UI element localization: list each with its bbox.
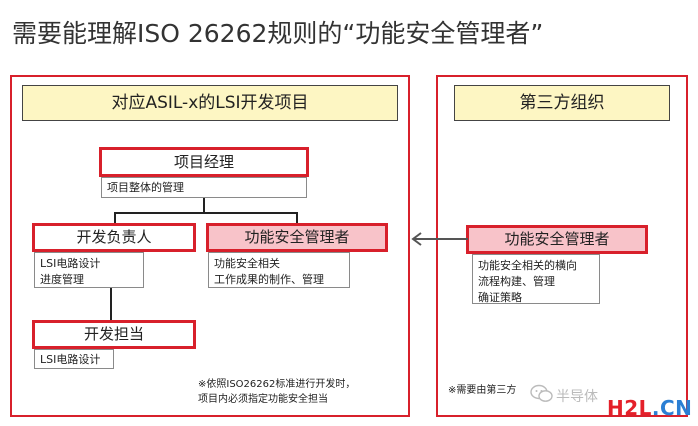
dev-staff-box: 开发担当 [32,320,196,349]
safety-manager-box-left: 功能安全管理者 [206,223,388,252]
third-party-header: 第三方组织 [454,85,670,121]
dev-lead-box: 开发负责人 [32,223,196,252]
wechat-icon [530,384,553,402]
safety-manager-desc-line: 工作成果的制作、管理 [214,273,324,286]
dev-lead-desc-line: 进度管理 [40,273,84,286]
third-party-desc-line: 流程构建、管理 [478,275,555,288]
connector-horizontal [114,212,298,214]
lsi-project-header: 对应ASIL-x的LSI开发项目 [22,85,398,121]
logo-part-2: .CN [651,396,693,420]
project-manager-box: 项目经理 [99,147,309,177]
connector-pm-down [203,197,205,213]
iso-note-line: ※依照ISO26262标准进行开发时， [198,379,356,390]
third-party-desc-line: 确证策略 [478,291,522,304]
connector-to-safety-manager [296,212,298,225]
third-party-note: ※需要由第三方 [448,385,517,396]
safety-manager-box-right: 功能安全管理者 [466,225,648,254]
connector-dev-lead-to-staff [110,287,112,322]
watermark-text: 半导体 [556,389,598,405]
third-party-desc-line: 功能安全相关的横向 [478,259,577,272]
iso-note-line: 项目内必须指定功能安全担当 [198,394,328,405]
dev-lead-desc: LSI电路设计 进度管理 [34,252,144,288]
safety-manager-desc-line: 功能安全相关 [214,257,280,270]
dev-staff-desc: LSI电路设计 [34,349,114,369]
project-manager-desc: 项目整体的管理 [101,177,307,198]
logo-part-1: H2L [607,396,652,420]
iso-requirement-note: ※依照ISO26262标准进行开发时， 项目内必须指定功能安全担当 [198,377,398,407]
arrow-left-icon [411,232,468,246]
site-logo: H2L.CN [607,396,692,420]
dev-lead-desc-line: LSI电路设计 [40,257,101,270]
page-title: 需要能理解ISO 26262规则的“功能安全管理者” [12,19,544,48]
safety-manager-desc-left: 功能安全相关 工作成果的制作、管理 [208,252,350,288]
connector-to-dev-lead [114,212,116,225]
safety-manager-desc-right: 功能安全相关的横向 流程构建、管理 确证策略 [472,254,600,304]
